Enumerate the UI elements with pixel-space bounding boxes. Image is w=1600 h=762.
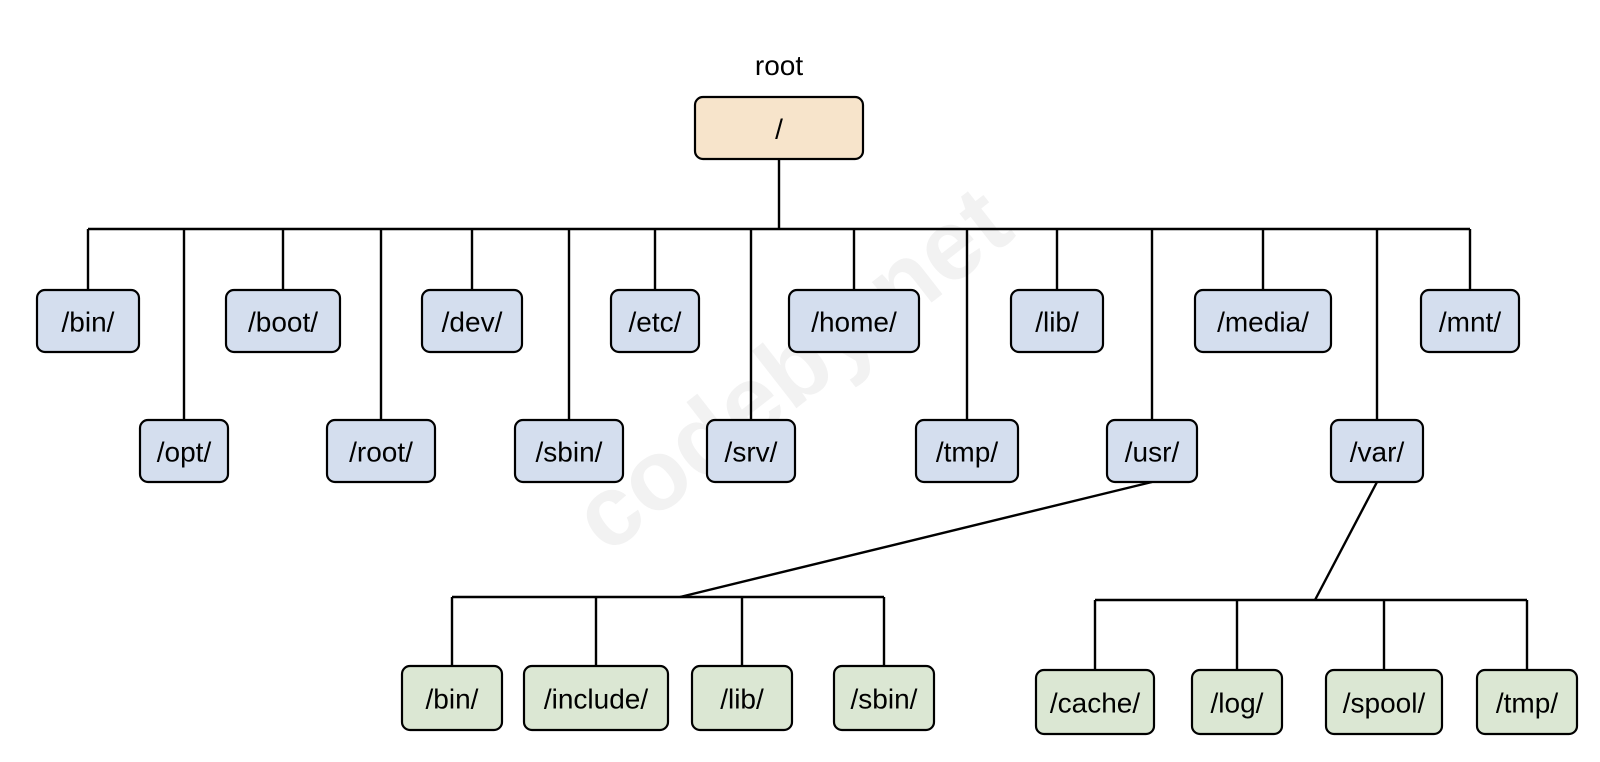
node-var-log-label: /log/	[1211, 688, 1264, 719]
node-var-spool-box	[1324, 668, 1444, 736]
node-var-box	[1329, 418, 1425, 484]
node-srv: /srv/	[705, 418, 797, 484]
node-usr-include-label: /include/	[544, 684, 649, 715]
node-var: /var/	[1329, 418, 1425, 484]
node-var-cache-box	[1034, 668, 1156, 736]
node-bin-label: /bin/	[62, 307, 115, 338]
node-var-tmp: /tmp/	[1475, 668, 1579, 736]
node-lib-label: /lib/	[1035, 307, 1079, 338]
node-usr: /usr/	[1105, 418, 1199, 484]
tree-edges	[86, 159, 1529, 670]
node-boot: /boot/	[224, 288, 342, 354]
node-sbin-label: /sbin/	[536, 437, 603, 468]
node-mnt-label: /mnt/	[1439, 307, 1501, 338]
node-tmp: /tmp/	[914, 418, 1020, 484]
node-root: /root/	[325, 418, 437, 484]
node-usr-include: /include/	[522, 664, 670, 732]
node-usr-bin-label: /bin/	[426, 684, 479, 715]
node-bin: /bin/	[35, 288, 141, 354]
node-usr-bin: /bin/	[400, 664, 504, 732]
node-media-label: /media/	[1217, 307, 1309, 338]
node-sbin-box	[513, 418, 625, 484]
node-usr-lib-label: /lib/	[720, 684, 764, 715]
node-opt-label: /opt/	[157, 437, 212, 468]
node-boot-label: /boot/	[248, 307, 318, 338]
node-usr-label: /usr/	[1125, 437, 1180, 468]
node-srv-label: /srv/	[725, 437, 778, 468]
node-lib-box	[1009, 288, 1105, 354]
node-usr-include-box	[522, 664, 670, 732]
node-usr-lib-box	[690, 664, 794, 732]
node-root-label: /	[775, 114, 783, 145]
node-var-spool: /spool/	[1324, 668, 1444, 736]
node-bin-box	[35, 288, 141, 354]
node-var-log-box	[1190, 668, 1284, 736]
node-tmp-box	[914, 418, 1020, 484]
node-lib: /lib/	[1009, 288, 1105, 354]
node-var-tmp-box	[1475, 668, 1579, 736]
node-usr-sbin: /sbin/	[832, 664, 936, 732]
node-root-label: /root/	[349, 437, 413, 468]
node-etc-label: /etc/	[629, 307, 682, 338]
node-usr-box	[1105, 418, 1199, 484]
node-boot-box	[224, 288, 342, 354]
node-var-cache: /cache/	[1034, 668, 1156, 736]
node-media: /media/	[1193, 288, 1333, 354]
node-usr-sbin-box	[832, 664, 936, 732]
node-opt-box	[138, 418, 230, 484]
node-opt: /opt/	[138, 418, 230, 484]
node-media-box	[1193, 288, 1333, 354]
node-var-tmp-label: /tmp/	[1496, 688, 1558, 719]
node-root-box	[325, 418, 437, 484]
edge-usr-diagonal	[679, 480, 1153, 599]
node-mnt-box	[1419, 288, 1521, 354]
node-var-spool-label: /spool/	[1343, 688, 1426, 719]
root-caption: root	[755, 50, 803, 81]
node-sbin: /sbin/	[513, 418, 625, 484]
node-dev: /dev/	[420, 288, 524, 354]
node-etc-box	[609, 288, 701, 354]
node-var-log: /log/	[1190, 668, 1284, 736]
node-usr-bin-box	[400, 664, 504, 732]
node-dev-box	[420, 288, 524, 354]
node-root-box	[693, 95, 865, 161]
node-usr-sbin-label: /sbin/	[851, 684, 918, 715]
node-var-cache-label: /cache/	[1050, 688, 1140, 719]
node-home-box	[787, 288, 921, 354]
tree-nodes: / /bin/ /opt/ /boot/ /root/ /dev/ /sbin/ /etc/ /…	[35, 95, 1579, 736]
node-home-label: /home/	[811, 307, 897, 338]
node-etc: /etc/	[609, 288, 701, 354]
node-srv-box	[705, 418, 797, 484]
node-home: /home/	[787, 288, 921, 354]
node-root: /	[693, 95, 865, 161]
node-var-label: /var/	[1350, 437, 1405, 468]
node-mnt: /mnt/	[1419, 288, 1521, 354]
node-tmp-label: /tmp/	[936, 437, 998, 468]
node-usr-lib: /lib/	[690, 664, 794, 732]
watermark-text: codeby.net	[552, 165, 1031, 574]
node-dev-label: /dev/	[442, 307, 503, 338]
edge-var-diagonal	[1313, 481, 1379, 601]
